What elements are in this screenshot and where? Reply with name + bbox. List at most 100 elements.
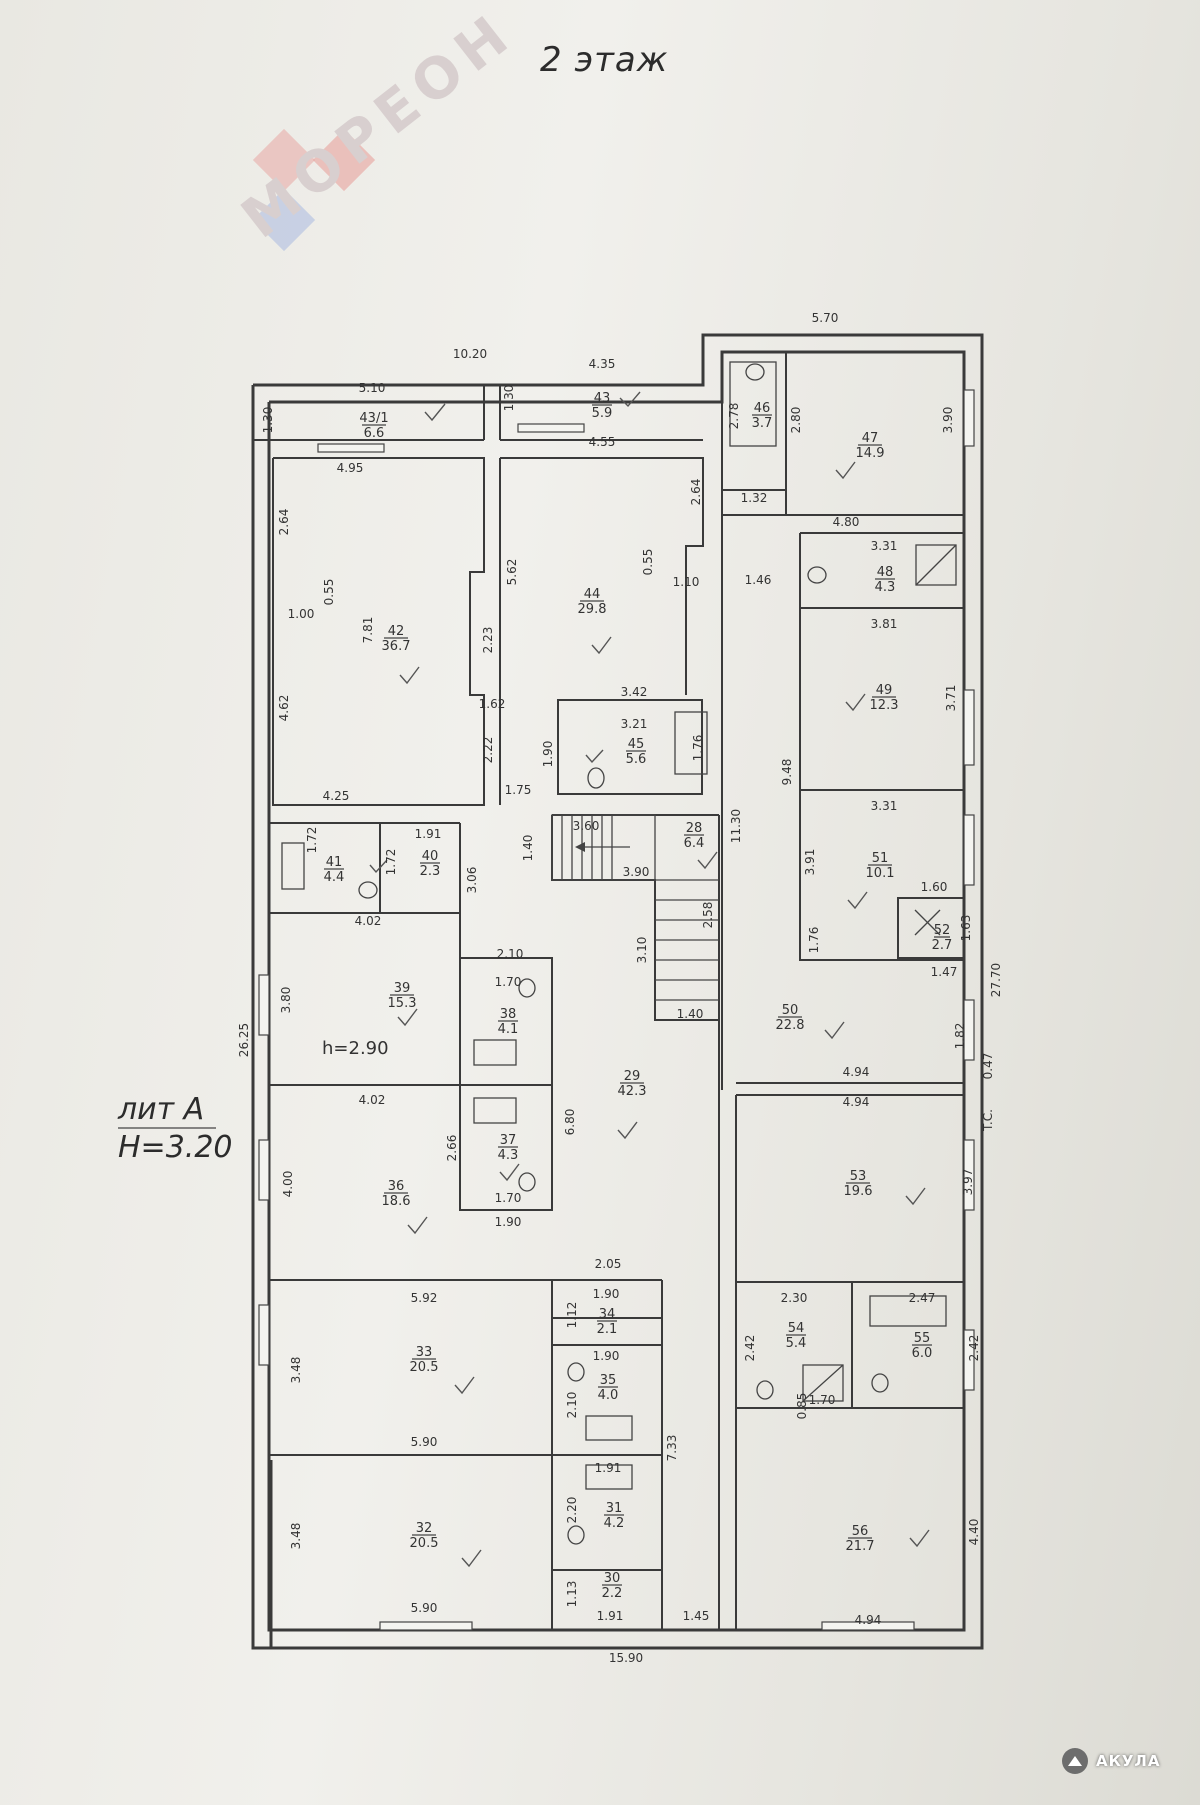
dimension: 4.02 xyxy=(355,914,382,928)
dimension: 3.90 xyxy=(623,865,650,879)
dimension: 9.48 xyxy=(780,759,794,786)
dimension: 1.72 xyxy=(384,849,398,876)
room-label: 556.0 xyxy=(912,1331,933,1361)
svg-text:48: 48 xyxy=(877,565,894,580)
lit-label: лит А xyxy=(118,1092,205,1127)
dimension: 1.40 xyxy=(521,835,535,862)
dimension: 1.70 xyxy=(809,1393,836,1407)
dimension: 1.82 xyxy=(953,1023,967,1050)
dimension: T.C. xyxy=(981,1109,995,1132)
dimension: 1.13 xyxy=(565,1581,579,1608)
svg-text:2.3: 2.3 xyxy=(420,864,441,879)
svg-text:35: 35 xyxy=(600,1373,617,1388)
room-label: 354.0 xyxy=(598,1373,619,1403)
svg-text:37: 37 xyxy=(500,1133,517,1148)
dimension: 1.90 xyxy=(593,1349,620,1363)
svg-text:39: 39 xyxy=(394,981,411,996)
dimension: 5.70 xyxy=(812,311,839,325)
dimension: 1.46 xyxy=(745,573,772,587)
svg-text:20.5: 20.5 xyxy=(410,1536,439,1551)
dimension: 1.47 xyxy=(931,965,958,979)
dimension: 1.76 xyxy=(807,927,821,954)
dimension: 5.90 xyxy=(411,1435,438,1449)
dimension: 2.30 xyxy=(781,1291,808,1305)
svg-text:15.3: 15.3 xyxy=(388,996,417,1011)
shark-icon xyxy=(1062,1748,1088,1774)
svg-text:6.4: 6.4 xyxy=(684,836,705,851)
dimension: 0.55 xyxy=(641,549,655,576)
dimension: 3.91 xyxy=(803,849,817,876)
svg-text:46: 46 xyxy=(754,401,771,416)
dimension: 5.90 xyxy=(411,1601,438,1615)
dimension: 5.10 xyxy=(359,381,386,395)
svg-text:40: 40 xyxy=(422,849,439,864)
dimension: 2.66 xyxy=(445,1135,459,1162)
svg-text:22.8: 22.8 xyxy=(776,1018,805,1033)
dimension: 3.31 xyxy=(871,799,898,813)
svg-text:56: 56 xyxy=(852,1524,869,1539)
svg-text:42.3: 42.3 xyxy=(618,1084,647,1099)
svg-text:41: 41 xyxy=(326,855,343,870)
dimension: 1.91 xyxy=(595,1461,622,1475)
svg-text:2.2: 2.2 xyxy=(602,1586,623,1601)
dimension: 2.42 xyxy=(743,1335,757,1362)
dimension: 4.94 xyxy=(843,1065,870,1079)
svg-text:36.7: 36.7 xyxy=(382,639,411,654)
dimension: 1.60 xyxy=(921,880,948,894)
dimension: 4.25 xyxy=(323,789,350,803)
room-label: 484.3 xyxy=(875,565,896,595)
dimension: 1.40 xyxy=(677,1007,704,1021)
interior-walls xyxy=(253,352,965,1630)
room-label: 374.3 xyxy=(498,1133,519,1163)
svg-text:45: 45 xyxy=(628,737,645,752)
inner-height-label: h=2.90 xyxy=(322,1038,389,1059)
dimension: 27.70 xyxy=(989,963,1003,997)
dimension: 1.30 xyxy=(261,407,275,434)
dimension: 0.47 xyxy=(981,1053,995,1080)
dimension: 2.78 xyxy=(727,403,741,430)
dimension: 1.32 xyxy=(741,491,768,505)
svg-text:29: 29 xyxy=(624,1069,641,1084)
dimension: 1.70 xyxy=(495,975,522,989)
svg-text:28: 28 xyxy=(686,821,703,836)
dimension: 3.90 xyxy=(941,407,955,434)
svg-text:21.7: 21.7 xyxy=(846,1539,875,1554)
svg-text:5.4: 5.4 xyxy=(786,1336,807,1351)
svg-text:4.2: 4.2 xyxy=(604,1516,625,1531)
dimension: 3.48 xyxy=(289,1523,303,1550)
room-label: 522.7 xyxy=(932,923,953,953)
dimension: 3.71 xyxy=(944,685,958,712)
svg-text:6.0: 6.0 xyxy=(912,1346,933,1361)
svg-text:5.6: 5.6 xyxy=(626,752,647,767)
room-label: 463.7 xyxy=(752,401,773,431)
watermark-tile-1 xyxy=(252,128,316,192)
dimension: 3.06 xyxy=(465,867,479,894)
svg-text:34: 34 xyxy=(599,1307,616,1322)
watermark-tile-3 xyxy=(312,128,376,192)
dimension: 3.81 xyxy=(871,617,898,631)
dimension: 1.90 xyxy=(541,741,555,768)
dimension: 1.90 xyxy=(495,1215,522,1229)
room-label: 545.4 xyxy=(786,1321,807,1351)
svg-text:30: 30 xyxy=(604,1571,621,1586)
dimension: 2.20 xyxy=(565,1497,579,1524)
dimension: 2.64 xyxy=(689,479,703,506)
svg-text:4.3: 4.3 xyxy=(875,580,896,595)
svg-text:36: 36 xyxy=(388,1179,405,1194)
dimension: 4.94 xyxy=(855,1613,882,1627)
dimension: 10.20 xyxy=(453,347,487,361)
dimension: 4.95 xyxy=(337,461,364,475)
dimension: 1.91 xyxy=(597,1609,624,1623)
room-label: 302.2 xyxy=(602,1571,623,1601)
svg-text:42: 42 xyxy=(388,624,405,639)
outer-walls xyxy=(251,333,984,1650)
svg-text:43/1: 43/1 xyxy=(359,411,388,426)
